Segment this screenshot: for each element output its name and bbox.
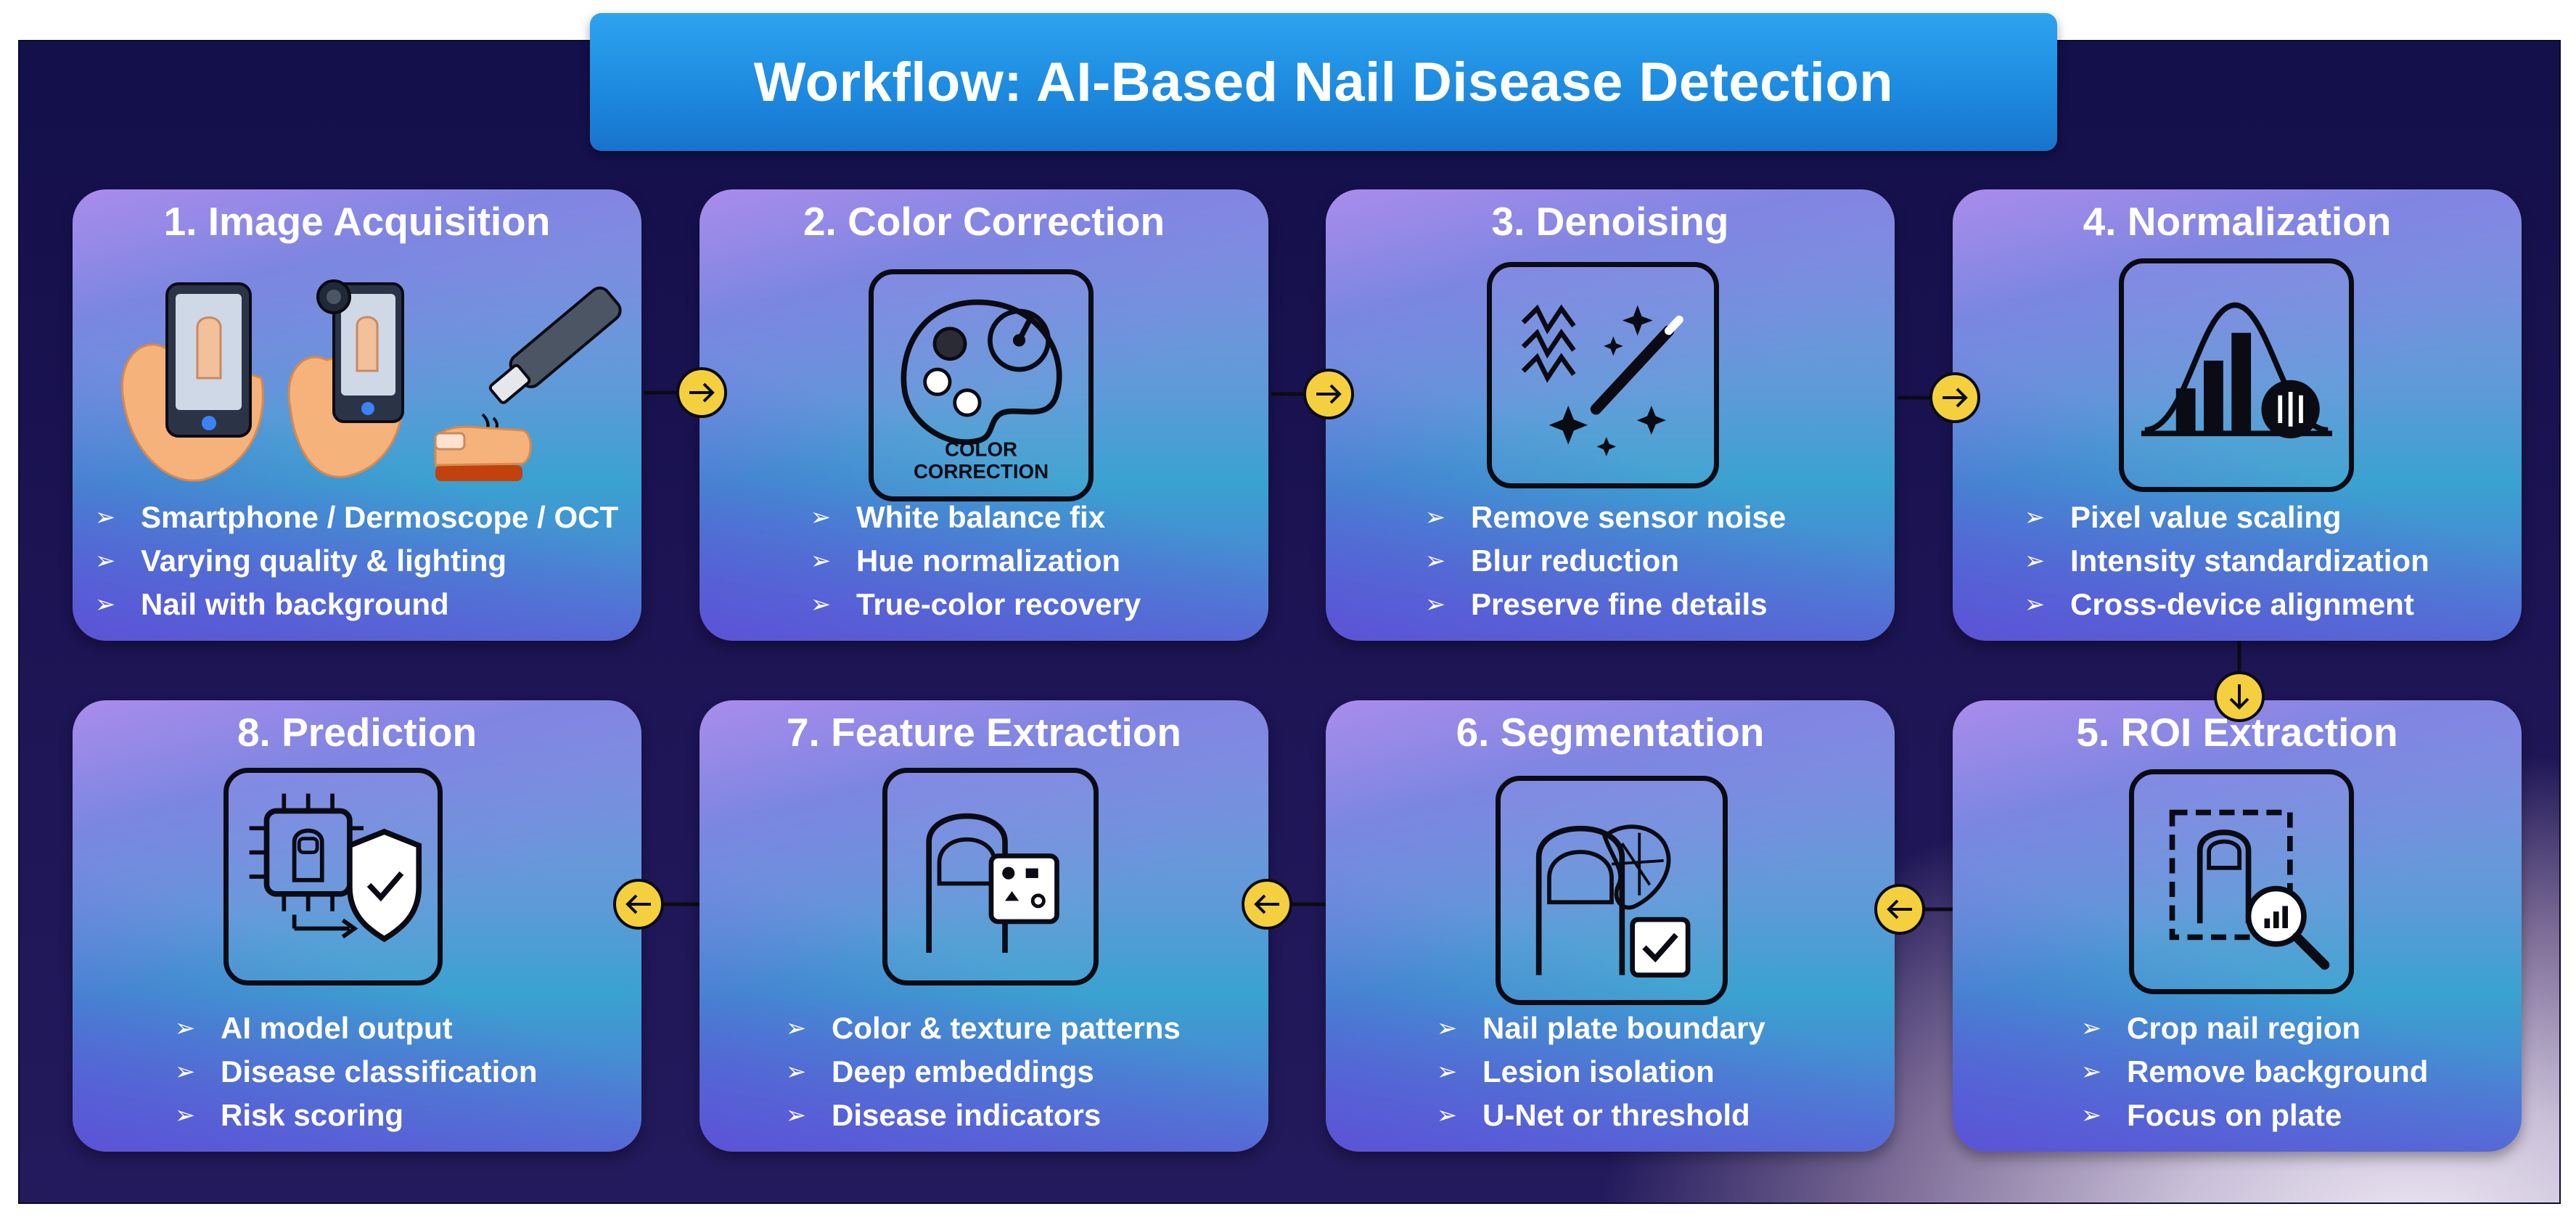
chevron-right-icon: ➢ <box>174 1058 196 1086</box>
chevron-right-icon: ➢ <box>810 591 832 618</box>
step-card-4: 4. Normalization ➢Pixel value scaling ➢I… <box>1953 189 2522 641</box>
step-title: 4. Normalization <box>2083 199 2392 244</box>
step-title: 3. Denoising <box>1491 199 1729 244</box>
ai-chip-shield-icon <box>223 768 443 986</box>
bullet-item: ➢Lesion isolation <box>1432 1050 1765 1094</box>
bullet-item: ➢Deep embeddings <box>781 1050 1181 1094</box>
step-title: 8. Prediction <box>237 710 477 755</box>
bullet-item: ➢Cross-device alignment <box>2019 583 2429 626</box>
bullet-item: ➢Blur reduction <box>1420 539 1786 583</box>
bullet-item: ➢AI model output <box>170 1007 538 1050</box>
chevron-right-icon: ➢ <box>785 1102 807 1129</box>
chevron-right-icon: ➢ <box>1424 504 1446 531</box>
bullet-item: ➢Smartphone / Dermoscope / OCT <box>90 496 618 539</box>
color-palette-icon: COLOR CORRECTION <box>869 269 1094 501</box>
step-bullets: ➢Crop nail region ➢Remove background ➢Fo… <box>2076 1007 2429 1137</box>
bullet-item: ➢True-color recovery <box>805 583 1141 626</box>
chevron-right-icon: ➢ <box>1424 591 1446 618</box>
bullet-item: ➢Crop nail region <box>2076 1007 2428 1050</box>
chevron-right-icon: ➢ <box>174 1015 196 1042</box>
nail-segmentation-icon <box>1496 776 1728 1005</box>
chevron-right-icon: ➢ <box>785 1015 807 1042</box>
chevron-right-icon: ➢ <box>2080 1102 2102 1129</box>
step-bullets: ➢White balance fix ➢Hue normalization ➢T… <box>805 496 1141 626</box>
step-title: 7. Feature Extraction <box>786 710 1182 755</box>
bullet-item: ➢Color & texture patterns <box>781 1007 1181 1050</box>
chevron-right-icon: ➢ <box>810 504 832 531</box>
step-bullets: ➢Nail plate boundary ➢Lesion isolation ➢… <box>1432 1007 1765 1137</box>
bullet-item: ➢Nail with background <box>90 583 618 626</box>
diagram-title: Workflow: AI-Based Nail Disease Detectio… <box>753 51 1894 113</box>
chevron-right-icon: ➢ <box>94 504 116 531</box>
step-title: 6. Segmentation <box>1456 710 1765 755</box>
bullet-item: ➢Intensity standardization <box>2019 539 2429 583</box>
step-card-2: 2. Color Correction COLOR CORRECTION ➢Wh… <box>700 189 1268 641</box>
chevron-right-icon: ➢ <box>94 547 116 575</box>
step-card-3: 3. Denoising ➢Remove sensor noise ➢Blur … <box>1326 189 1895 641</box>
bullet-item: ➢Hue normalization <box>805 539 1141 583</box>
roi-magnifier-icon <box>2129 769 2354 994</box>
chevron-right-icon: ➢ <box>1436 1102 1458 1129</box>
chevron-right-icon: ➢ <box>810 547 832 575</box>
chevron-right-icon: ➢ <box>1436 1058 1458 1086</box>
step-card-7: 7. Feature Extraction ➢Color & texture p… <box>700 700 1268 1152</box>
bullet-item: ➢Preserve fine details <box>1420 583 1786 626</box>
step-card-5: 5. ROI Extraction ➢Crop nail region ➢Rem… <box>1953 700 2522 1152</box>
smartphone-dermoscope-oct-icon <box>121 279 622 482</box>
step-bullets: ➢Color & texture patterns ➢Deep embeddin… <box>781 1007 1181 1137</box>
step-card-1: 1. Image Acquisition ➢Smartphone / Dermo… <box>73 189 641 641</box>
chevron-right-icon: ➢ <box>94 591 116 618</box>
icon-caption-line-2: CORRECTION <box>914 460 1049 483</box>
chevron-right-icon: ➢ <box>2024 547 2046 575</box>
bullet-item: ➢Varying quality & lighting <box>90 539 618 583</box>
chevron-right-icon: ➢ <box>2024 504 2046 531</box>
step-card-8: 8. Prediction ➢AI model output ➢Disease … <box>73 700 641 1152</box>
step-title: 5. ROI Extraction <box>2076 710 2398 755</box>
step-title: 2. Color Correction <box>803 199 1165 244</box>
chevron-right-icon: ➢ <box>2080 1058 2102 1086</box>
bullet-item: ➢Focus on plate <box>2076 1094 2428 1137</box>
step-bullets: ➢Smartphone / Dermoscope / OCT ➢Varying … <box>90 496 618 626</box>
bullet-item: ➢Pixel value scaling <box>2019 496 2429 539</box>
bullet-item: ➢Disease classification <box>170 1050 538 1094</box>
chevron-right-icon: ➢ <box>1424 547 1446 575</box>
title-banner: Workflow: AI-Based Nail Disease Detectio… <box>590 13 2057 151</box>
chevron-right-icon: ➢ <box>2080 1015 2102 1042</box>
magic-wand-icon <box>1487 262 1719 488</box>
chevron-right-icon: ➢ <box>2024 591 2046 618</box>
bullet-item: ➢U-Net or threshold <box>1432 1094 1765 1137</box>
bullet-item: ➢Nail plate boundary <box>1432 1007 1765 1050</box>
chevron-right-icon: ➢ <box>785 1058 807 1086</box>
histogram-bell-curve-icon <box>2119 258 2354 492</box>
step-bullets: ➢Pixel value scaling ➢Intensity standard… <box>2019 496 2429 626</box>
step-bullets: ➢Remove sensor noise ➢Blur reduction ➢Pr… <box>1420 496 1786 626</box>
step-card-6: 6. Segmentation ➢Nail plate boundary ➢Le… <box>1326 700 1895 1152</box>
bullet-item: ➢Risk scoring <box>170 1094 538 1137</box>
step-title: 1. Image Acquisition <box>163 199 551 244</box>
chevron-right-icon: ➢ <box>174 1102 196 1129</box>
nail-features-icon <box>882 768 1099 986</box>
bullet-item: ➢Remove background <box>2076 1050 2429 1094</box>
bullet-item: ➢White balance fix <box>805 496 1141 539</box>
step-bullets: ➢AI model output ➢Disease classification… <box>170 1007 538 1137</box>
bullet-item: ➢Remove sensor noise <box>1420 496 1786 539</box>
icon-caption-line-1: COLOR <box>945 438 1017 460</box>
chevron-right-icon: ➢ <box>1436 1015 1458 1042</box>
bullet-item: ➢Disease indicators <box>781 1094 1181 1137</box>
